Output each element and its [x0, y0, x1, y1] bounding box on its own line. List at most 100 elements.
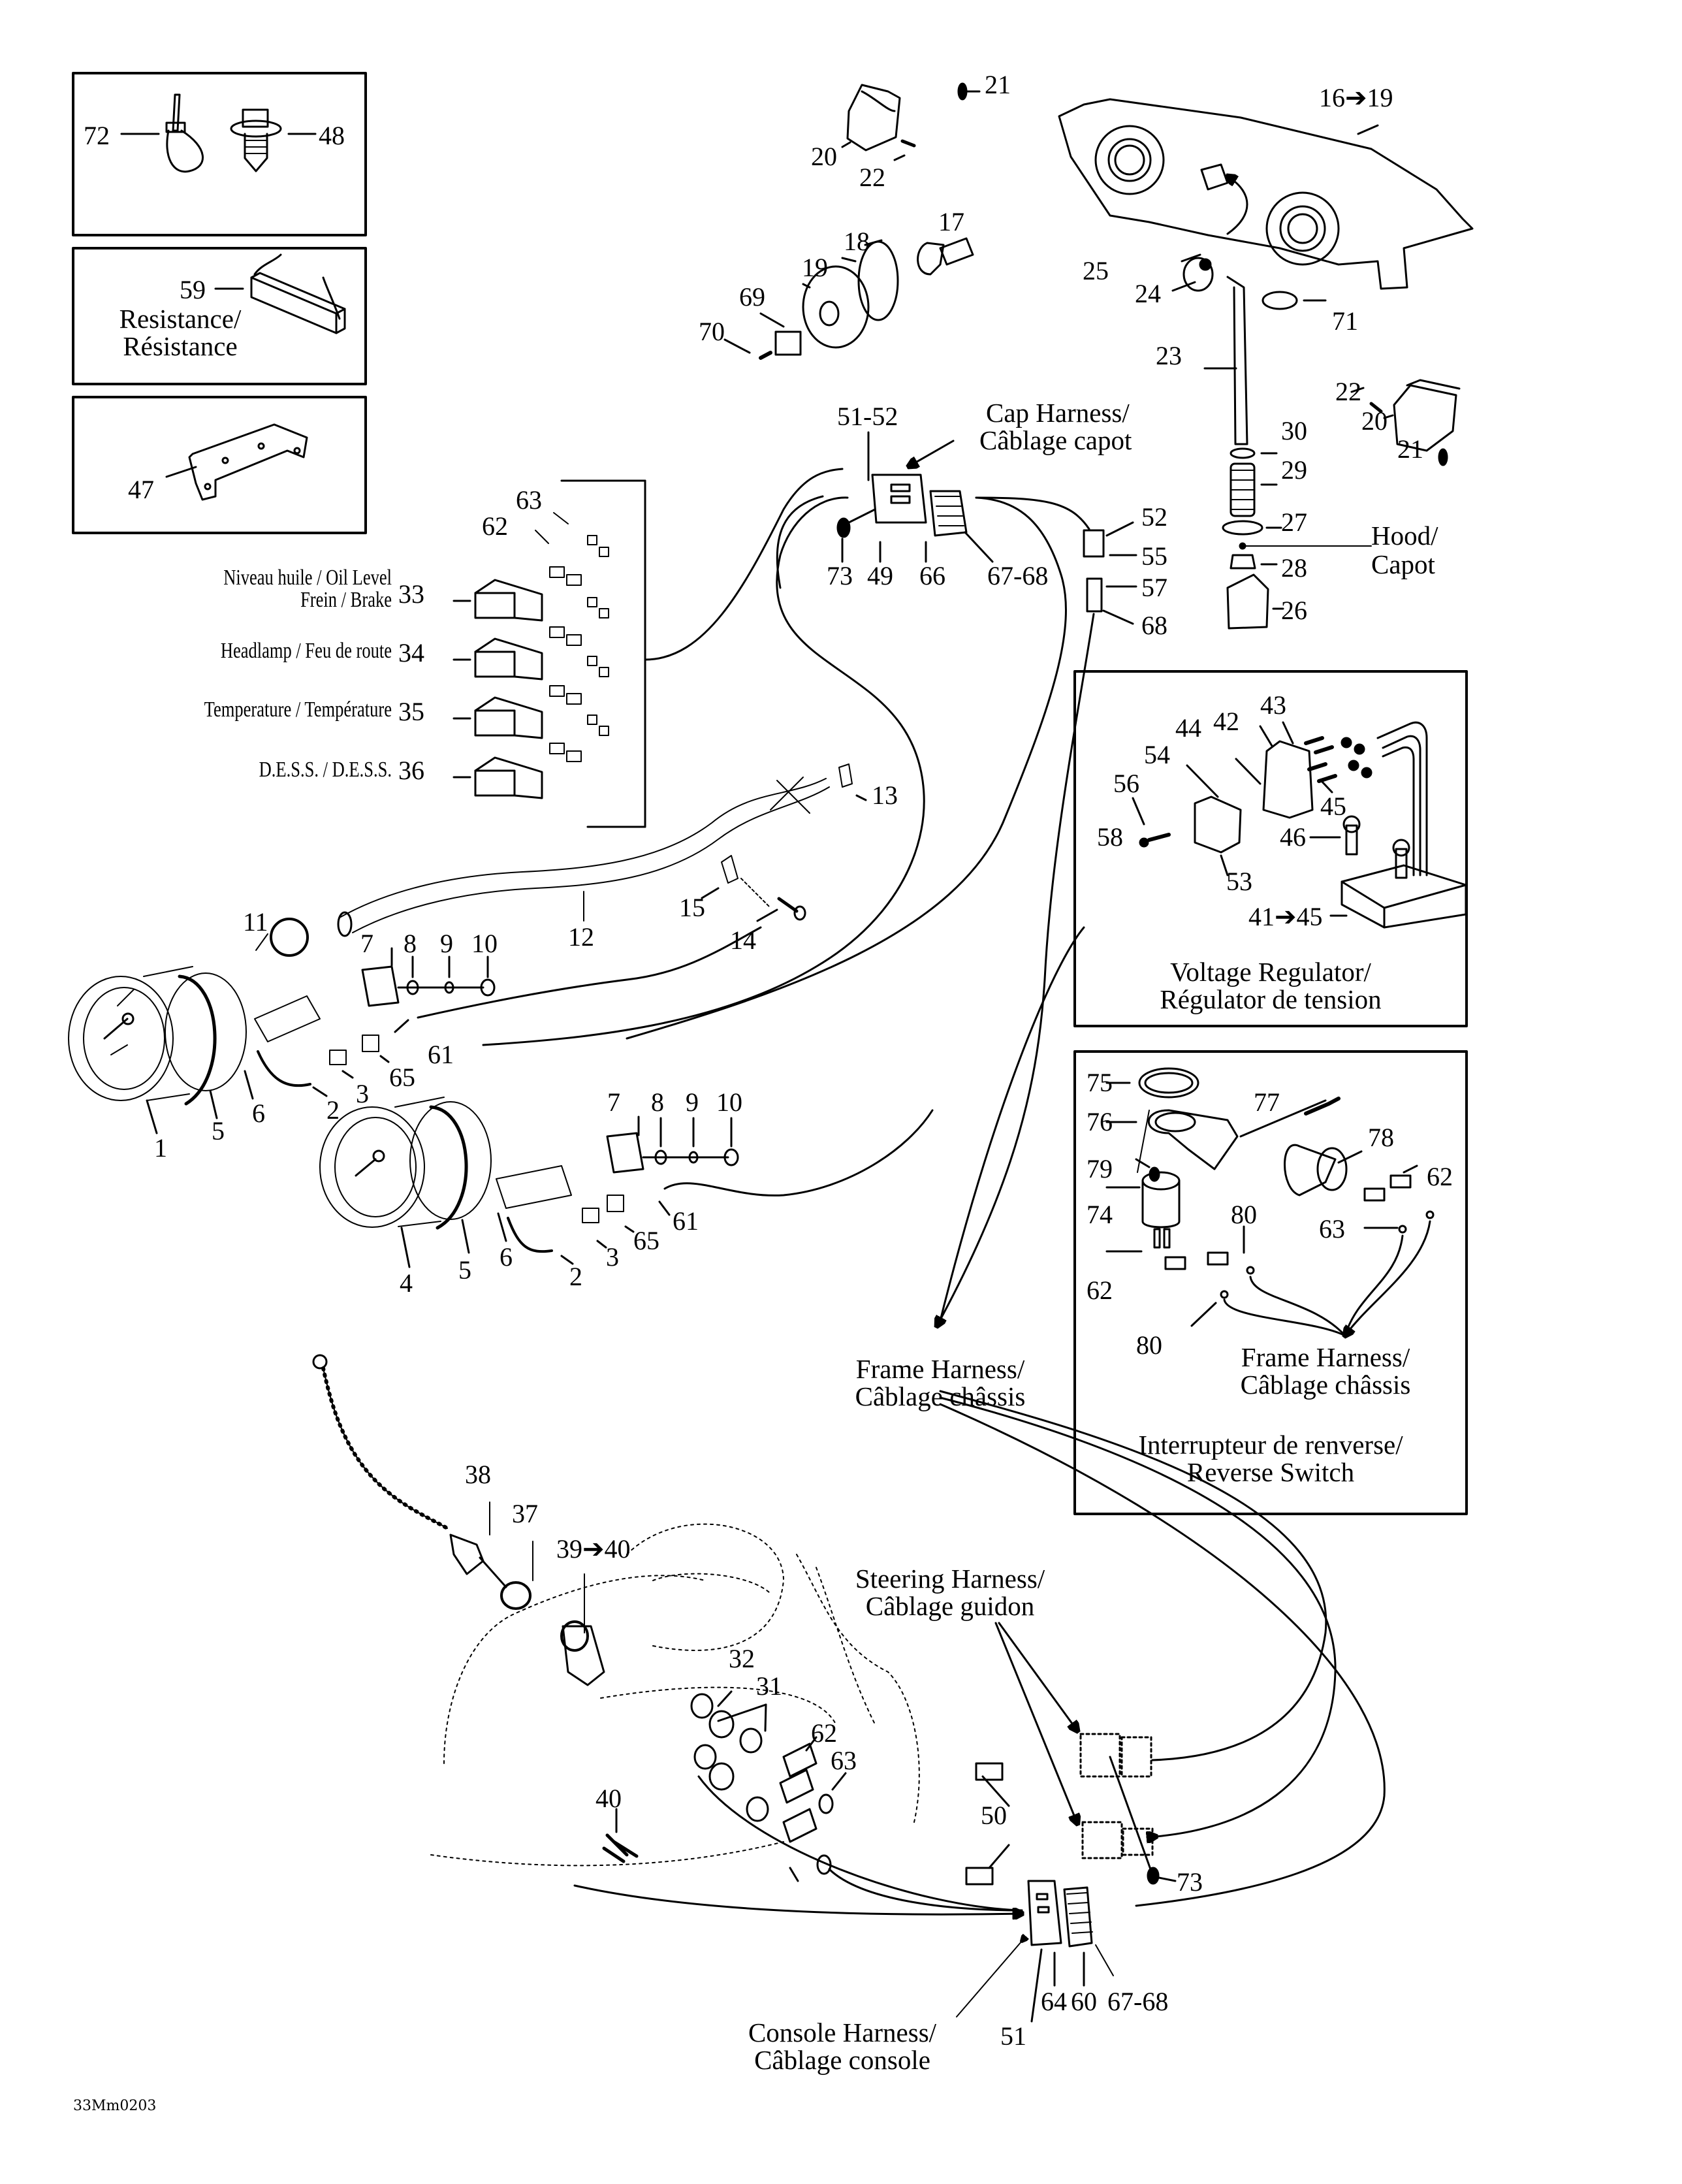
part-label-9-lower: 9 — [686, 1087, 699, 1117]
part-label-51-52: 51-52 — [837, 402, 898, 431]
part-label-79: 79 — [1087, 1154, 1113, 1183]
part-label-62: 62 — [482, 511, 508, 541]
steering-harness-caption-line2: Câblage guidon — [865, 1591, 1035, 1621]
headlamp-housing — [1058, 98, 1474, 290]
part-label-61-upper: 61 — [428, 1040, 454, 1069]
inset-resistance-box — [72, 247, 367, 385]
part-label-38: 38 — [465, 1460, 491, 1489]
part-label-3-lower: 3 — [606, 1242, 619, 1272]
voltage-regulator-parts — [1132, 721, 1467, 929]
part-label-53: 53 — [1226, 867, 1252, 896]
bracket-icon — [165, 423, 308, 501]
part-label-23: 23 — [1156, 341, 1182, 370]
part-label-7-upper: 7 — [360, 929, 373, 958]
hood-caption-line1: Hood/ — [1371, 521, 1438, 551]
part-label-1: 1 — [154, 1133, 167, 1163]
indicator-35-line1: Temperature / Température — [204, 698, 392, 722]
part-label-24: 24 — [1135, 279, 1161, 308]
reverse-switch-parts — [1105, 1067, 1435, 1336]
hood-caption-line2: Capot — [1371, 549, 1435, 579]
part-label-36: 36 — [398, 756, 424, 785]
part-label-50: 50 — [981, 1801, 1007, 1830]
part-label-72: 72 — [84, 121, 110, 150]
console-harness-caption-line2: Câblage console — [754, 2045, 930, 2075]
gauge-lower — [319, 1097, 934, 1268]
indicator-34-line1: Headlamp / Feu de route — [220, 639, 392, 663]
part-label-65-lower: 65 — [633, 1226, 659, 1255]
part-label-20-top: 20 — [811, 142, 837, 171]
part-label-76: 76 — [1087, 1107, 1113, 1136]
part-label-37: 37 — [512, 1499, 538, 1528]
part-label-34: 34 — [398, 638, 424, 667]
part-label-3-upper: 3 — [356, 1079, 369, 1108]
cap-harness-connector — [482, 431, 1090, 1046]
part-label-9-upper: 9 — [440, 929, 453, 958]
part-label-62-rs-right: 62 — [1427, 1162, 1453, 1191]
voltage-regulator-box — [1073, 670, 1468, 1027]
part-label-27: 27 — [1281, 507, 1307, 537]
part-label-42: 42 — [1213, 707, 1239, 736]
indicator-lamp-33 — [474, 579, 543, 622]
part-label-2-lower: 2 — [569, 1262, 582, 1291]
headlamp-bulb-assembly — [723, 237, 974, 360]
reverse-switch-box — [1073, 1050, 1468, 1515]
part-label-49: 49 — [867, 561, 893, 590]
part-label-12: 12 — [568, 922, 594, 952]
part-label-21-top: 21 — [985, 70, 1011, 99]
steering-harness-connectors — [939, 1390, 1386, 1907]
inset-fasteners-box — [72, 72, 367, 236]
part-label-35: 35 — [398, 697, 424, 726]
indicator-lamps — [452, 512, 609, 799]
inset-bracket-box — [72, 396, 367, 534]
part-label-41-45: 41➔45 — [1248, 902, 1323, 931]
indicator-36-line1: D.E.S.S. / D.E.S.S. — [259, 758, 392, 782]
part-label-70: 70 — [699, 317, 725, 346]
part-label-14: 14 — [730, 925, 756, 955]
part-label-31: 31 — [756, 1671, 782, 1701]
reverse-switch-caption-line1: Interrupteur de renverse/ — [1138, 1430, 1403, 1460]
part-label-51: 51 — [1000, 2021, 1026, 2051]
part-label-43: 43 — [1260, 690, 1286, 720]
part-label-55: 55 — [1141, 541, 1167, 571]
resistance-caption-line2: Résistance — [123, 331, 238, 361]
part-label-75: 75 — [1087, 1068, 1113, 1097]
dess-lanyard — [312, 1354, 605, 1686]
part-label-62-console: 62 — [811, 1718, 837, 1748]
part-label-54: 54 — [1144, 740, 1170, 769]
headlamp-switch-bracket-right — [1350, 379, 1461, 466]
part-label-63-console: 63 — [831, 1746, 857, 1775]
part-label-5-lower: 5 — [458, 1255, 471, 1285]
part-label-63-rs: 63 — [1319, 1214, 1345, 1244]
part-label-80-lower: 80 — [1136, 1330, 1162, 1360]
part-label-25: 25 — [1083, 256, 1109, 285]
console-harness-connector — [573, 1775, 1114, 2023]
part-label-57: 57 — [1141, 573, 1167, 602]
part-label-66: 66 — [919, 561, 945, 590]
voltage-regulator-caption-line1: Voltage Regulator/ — [1170, 957, 1371, 987]
part-label-6-lower: 6 — [500, 1242, 513, 1272]
part-label-13: 13 — [872, 780, 898, 810]
part-label-62-rs-left: 62 — [1087, 1276, 1113, 1305]
part-label-8-upper: 8 — [404, 929, 417, 958]
headlamp-assembly-label: 16➔19 — [1319, 83, 1393, 112]
part-label-28: 28 — [1281, 553, 1307, 583]
part-label-10-lower: 10 — [716, 1087, 742, 1117]
part-label-80-upper: 80 — [1231, 1200, 1257, 1229]
part-label-10-upper: 10 — [471, 929, 498, 958]
console-switches — [602, 1690, 1010, 1886]
indicator-33-line1: Niveau huile / Oil Level — [223, 566, 392, 590]
part-label-78: 78 — [1368, 1123, 1394, 1152]
speedometer-cable — [337, 763, 867, 937]
reverse-frame-harness-line2: Câblage châssis — [1240, 1370, 1411, 1400]
part-label-21-right: 21 — [1397, 434, 1423, 464]
indicator-group-bracket — [560, 468, 844, 828]
voltage-regulator-caption-line2: Régulator de tension — [1160, 984, 1382, 1014]
part-label-73-cap: 73 — [827, 561, 853, 590]
part-label-61-lower: 61 — [673, 1206, 699, 1236]
cable-tie-icon — [120, 93, 204, 173]
part-label-63: 63 — [516, 485, 542, 515]
frame-harness-caption-line1: Frame Harness/ — [855, 1354, 1025, 1384]
part-label-45: 45 — [1320, 792, 1346, 821]
reverse-frame-harness-line1: Frame Harness/ — [1241, 1342, 1410, 1372]
